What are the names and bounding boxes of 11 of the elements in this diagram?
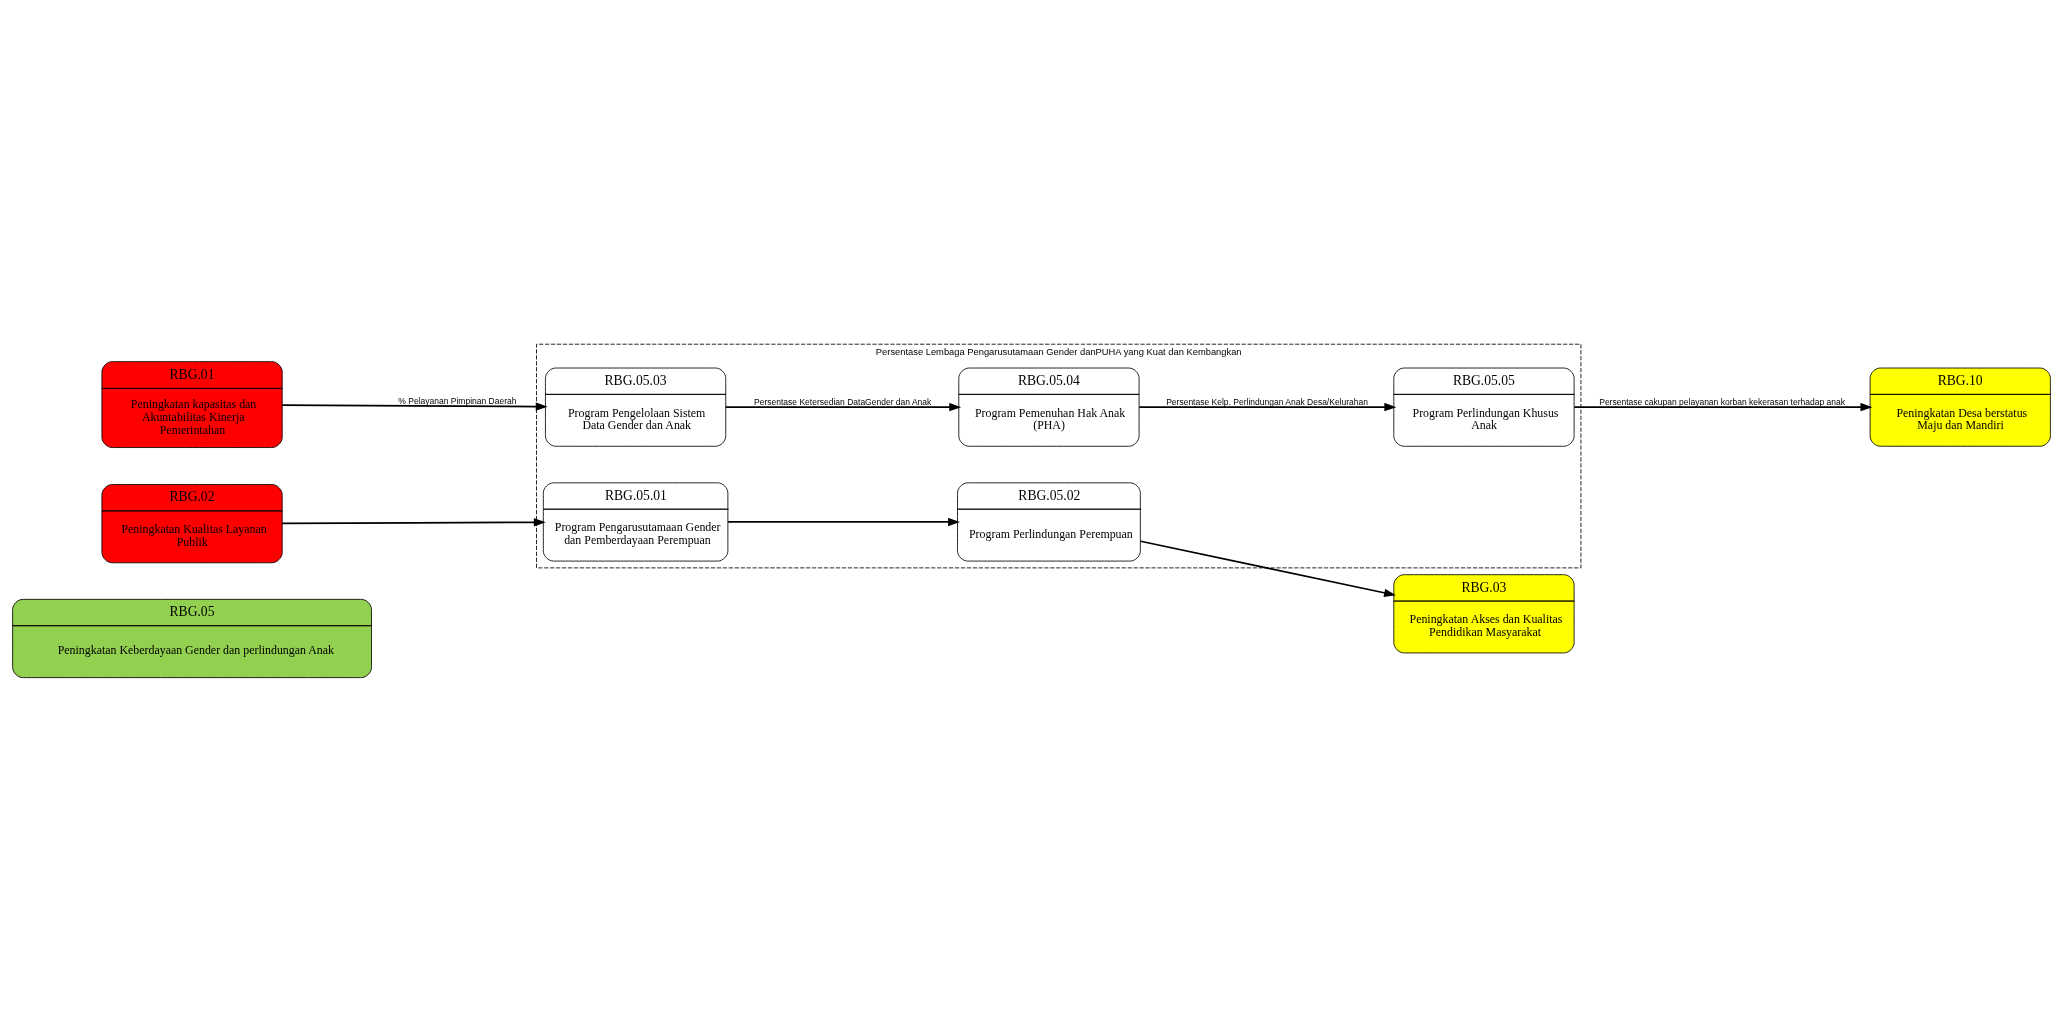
arrow	[1138, 402, 1397, 411]
edge-label: Persentase Kelp. Perlindungan Anak Desa/Kelurahan	[1166, 396, 1368, 407]
edge-label: Persentase cakupan pelayanan korban kekerasan terhadap anak	[1599, 396, 1845, 407]
edge-label: % Pelayanan Pimpinan Daerah	[398, 395, 517, 406]
edge-label: Persentase Ketersedian DataGender dan Anak	[754, 396, 932, 407]
arrow	[727, 517, 961, 526]
arrow	[281, 517, 546, 527]
arrow	[1573, 402, 1873, 411]
arrow	[1139, 539, 1396, 597]
arrow	[281, 401, 548, 411]
arrow	[724, 402, 962, 411]
